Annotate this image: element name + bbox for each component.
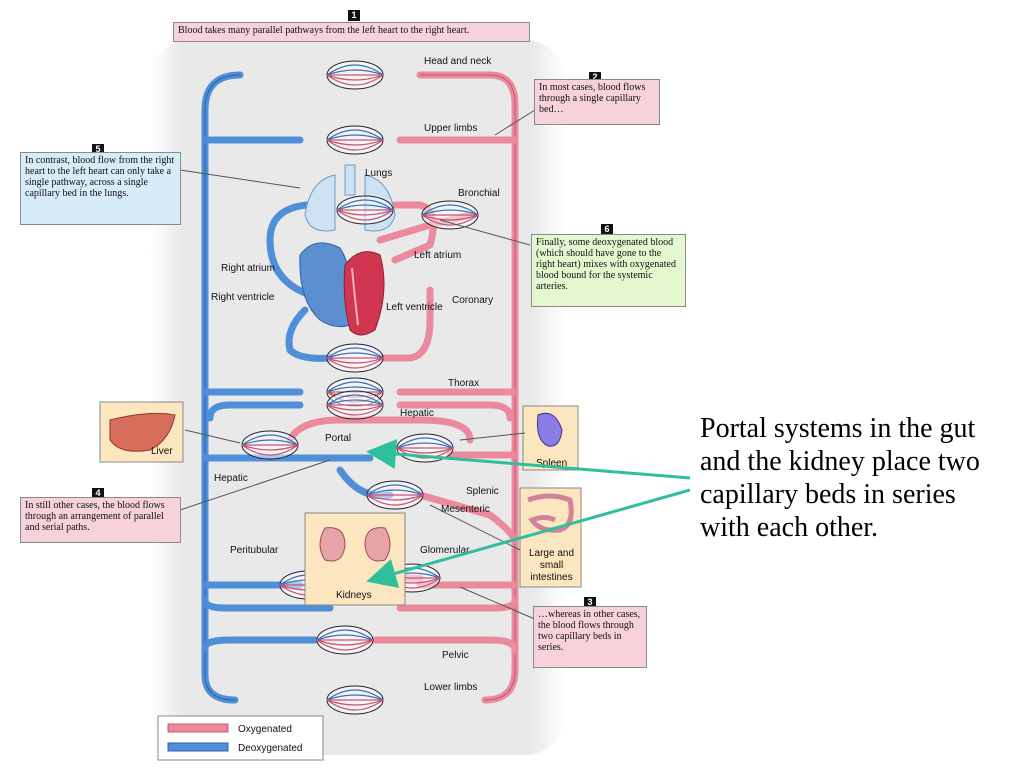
label-left-ventricle: Left ventricle <box>386 302 443 313</box>
capillary-bed-upper-limbs <box>326 125 384 155</box>
label-spleen: Spleen <box>536 458 567 469</box>
organ-labels: Liver Spleen Kidneys <box>151 446 567 601</box>
callout-5-number: 5 <box>92 144 104 155</box>
label-bronchial: Bronchial <box>458 188 500 199</box>
callout-2-number: 2 <box>589 72 601 83</box>
capillary-bed-pelvic <box>316 625 374 655</box>
callout-leaders <box>179 109 538 621</box>
callout-2: In most cases, blood flows through a sin… <box>534 79 660 125</box>
label-peritubular: Peritubular <box>230 545 279 556</box>
label-hepatic-left: Hepatic <box>214 473 248 484</box>
label-right-ventricle: Right ventricle <box>211 292 275 303</box>
coronary-loop <box>285 286 434 362</box>
label-mesenteric: Mesenteric <box>441 504 490 515</box>
legend-oxygenated-label: Oxygenated <box>238 724 292 735</box>
liver-graphic <box>109 412 176 452</box>
callout-3-number: 3 <box>584 597 596 608</box>
capillary-beds <box>241 60 479 715</box>
caption-text: Portal systems in the gut and the kidney… <box>700 413 980 543</box>
portal-arrows <box>366 439 691 588</box>
callout-6-number: 6 <box>601 224 613 235</box>
label-hepatic-top: Hepatic <box>400 408 434 419</box>
legend-deoxygenated-label: Deoxygenated <box>238 743 303 754</box>
callout-5: In contrast, blood flow from the right h… <box>20 152 181 225</box>
label-right-atrium: Right atrium <box>221 263 275 274</box>
systemic-branches <box>201 136 519 654</box>
callout-6: Finally, some deoxygenated blood (which … <box>531 234 686 307</box>
callout-3: …whereas in other cases, the blood flows… <box>533 606 647 668</box>
legend-deoxygenated-swatch <box>167 742 229 752</box>
label-upper-limbs: Upper limbs <box>424 123 477 134</box>
capillary-bed-lungs <box>336 195 394 225</box>
spleen-graphic <box>537 412 563 447</box>
legend-oxygenated-swatch <box>167 723 229 733</box>
capillary-bed-hepatic <box>326 390 384 420</box>
label-left-atrium: Left atrium <box>414 250 461 261</box>
vessel-network <box>201 71 519 704</box>
vessel-labels: Head and neck Upper limbs Lungs Bronchia… <box>211 56 500 693</box>
capillary-bed-bronchial <box>421 200 479 230</box>
label-coronary: Coronary <box>452 295 493 306</box>
label-portal: Portal <box>325 433 351 444</box>
kidney-right-graphic <box>364 527 391 562</box>
callout-1: Blood takes many parallel pathways from … <box>173 22 530 42</box>
callout-4-number: 4 <box>92 488 104 499</box>
label-splenic: Splenic <box>466 486 499 497</box>
label-pelvic: Pelvic <box>442 650 469 661</box>
capillary-bed-lower-limbs <box>326 685 384 715</box>
callout-1-number: 1 <box>348 10 360 21</box>
label-head-neck: Head and neck <box>424 56 492 67</box>
capillary-bed-liver <box>241 430 299 460</box>
label-thorax: Thorax <box>448 378 479 389</box>
capillary-bed-mesenteric <box>366 480 424 510</box>
heart <box>299 242 385 336</box>
organ-boxes <box>99 401 582 606</box>
label-intestines: Large and small intestines <box>528 548 575 583</box>
label-liver: Liver <box>151 446 173 457</box>
callout-4: In still other cases, the blood flows th… <box>20 497 181 543</box>
label-lower-limbs: Lower limbs <box>424 682 477 693</box>
arrow-to-kidney <box>366 488 691 588</box>
capillary-bed-coronary <box>326 343 384 373</box>
kidney-left-graphic <box>319 527 346 562</box>
capillary-bed-head-neck <box>326 60 384 90</box>
label-kidneys: Kidneys <box>336 590 372 601</box>
intestines-graphic <box>527 493 574 533</box>
label-glomerular: Glomerular <box>420 545 470 556</box>
arrow-to-portal <box>366 439 691 480</box>
legend: Oxygenated Deoxygenated <box>157 715 324 761</box>
label-lungs: Lungs <box>365 168 392 179</box>
